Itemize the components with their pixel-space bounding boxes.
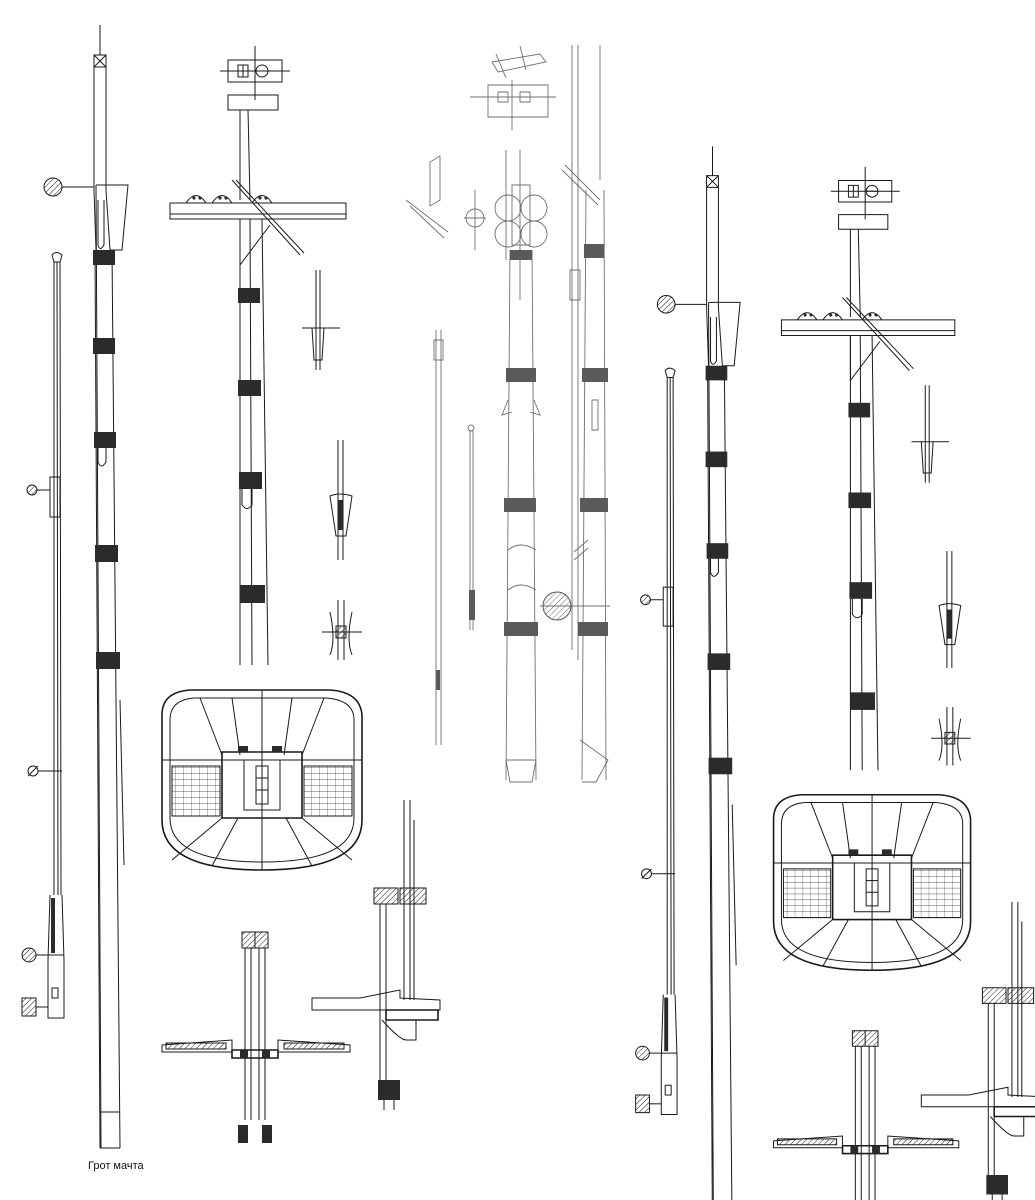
- topgallant-pole-copy: [635, 367, 678, 1116]
- mast-fittings-copy: [910, 384, 972, 766]
- mast-fittings: [301, 269, 363, 661]
- center-drawing-set: [406, 45, 610, 782]
- left-drawing-set: [21, 24, 441, 1149]
- main-mast-elevation-copy: [656, 145, 741, 1200]
- right-drawing-set: [635, 145, 1035, 1200]
- cap-crosstree-details: [161, 799, 441, 1144]
- topgallant-pole: [21, 252, 65, 1019]
- main-mast-elevation: [43, 24, 129, 1149]
- top-platform-plan: [161, 689, 363, 871]
- top-platform-plan-copy: [772, 793, 972, 972]
- cap-crosstree-details-copy: [772, 901, 1035, 1200]
- drawing-caption: Грот мачта: [88, 1160, 144, 1172]
